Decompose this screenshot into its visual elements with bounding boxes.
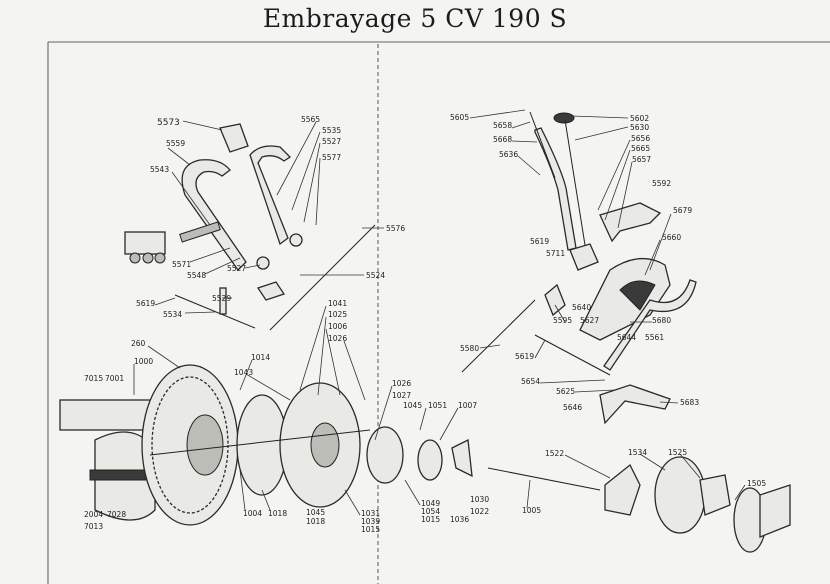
leader-lines [133,109,746,516]
part-label: 1043 [234,368,253,377]
diagram-title: Embrayage 5 CV 190 S [262,4,568,33]
part-label: 2004 [84,510,103,519]
part-label: 1525 [668,448,687,457]
part-label: 5605 [450,113,469,122]
pedal-assembly [124,123,376,331]
part-label: 5625 [556,387,575,396]
part-label: 5657 [632,155,651,164]
part-label: 1026 [328,334,347,343]
part-label: 5619 [136,299,155,308]
part-label: 5679 [673,206,692,215]
part-label: 5658 [493,121,512,130]
part-label: 1049 [421,499,440,508]
part-label: 5640 [572,303,591,312]
clutch-assembly [59,364,601,526]
part-labels: 5573 5559 5543 5565 5535 5527 5577 5576 … [84,113,766,534]
part-label: 5580 [460,344,479,353]
part-label: 1007 [458,401,477,410]
part-label: 1045 [403,401,422,410]
part-label: 7001 [105,374,124,383]
part-label: 5680 [652,316,671,325]
part-label: 1039 [361,517,380,526]
part-label: 5660 [662,233,681,242]
part-label: 1036 [450,515,469,524]
part-label: 5711 [546,249,565,258]
part-label: 1018 [268,509,287,518]
part-label: 5535 [322,126,341,135]
part-label: 5576 [386,224,405,233]
part-label: 5683 [680,398,699,407]
part-label: 5565 [301,115,320,124]
part-label: 1006 [328,322,347,331]
part-label: 1054 [421,507,440,516]
part-label: 1004 [243,509,262,518]
part-label: 5592 [652,179,671,188]
part-label: 5668 [493,135,512,144]
part-label: 5559 [166,139,185,148]
frame [47,41,830,584]
part-label: 1005 [522,506,541,515]
part-label: 260 [131,339,146,348]
part-label: 1051 [428,401,447,410]
part-label: 1041 [328,299,347,308]
part-label: 5548 [187,271,206,280]
part-label: 5571 [172,260,191,269]
part-label: 5524 [366,271,385,280]
part-label: 1045 [306,508,325,517]
part-label: 1015 [421,515,440,524]
part-label: 5644 [617,333,636,342]
part-label: 5577 [322,153,341,162]
part-label: 5602 [630,114,649,123]
part-label: 5543 [150,165,169,174]
part-label: 5630 [630,123,649,132]
part-label: 1534 [628,448,647,457]
part-label: 1015 [361,525,380,534]
part-label: 1022 [470,507,489,516]
part-label: 1025 [328,310,347,319]
part-label: 5595 [553,316,572,325]
part-label: 1031 [361,509,380,518]
part-label: 5646 [563,403,582,412]
part-label: 5561 [645,333,664,342]
part-label: 5665 [631,144,650,153]
part-label: 1018 [306,517,325,526]
part-label: 1505 [747,479,766,488]
part-label: 5654 [521,377,540,386]
part-label: 1522 [545,449,564,458]
gear-lever-assembly [461,111,697,425]
part-label: 5656 [631,134,650,143]
part-label: 5527 [322,137,341,146]
part-label: 1014 [251,353,270,362]
part-label: 1000 [134,357,153,366]
part-label: 5527 [227,264,246,273]
part-label: 5636 [499,150,518,159]
part-label: 5619 [530,237,549,246]
part-label: 1026 [392,379,411,388]
part-label: 5529 [212,294,231,303]
hub-assembly [604,456,791,553]
part-label: 5534 [163,310,182,319]
part-label: 7015 [84,374,103,383]
part-label: 5573 [157,118,180,128]
part-label: 7028 [107,510,126,519]
part-label: 5627 [580,316,599,325]
part-label: 1030 [470,495,489,504]
part-label: 5619 [515,352,534,361]
part-label: 1027 [392,391,411,400]
part-label: 7013 [84,522,103,531]
